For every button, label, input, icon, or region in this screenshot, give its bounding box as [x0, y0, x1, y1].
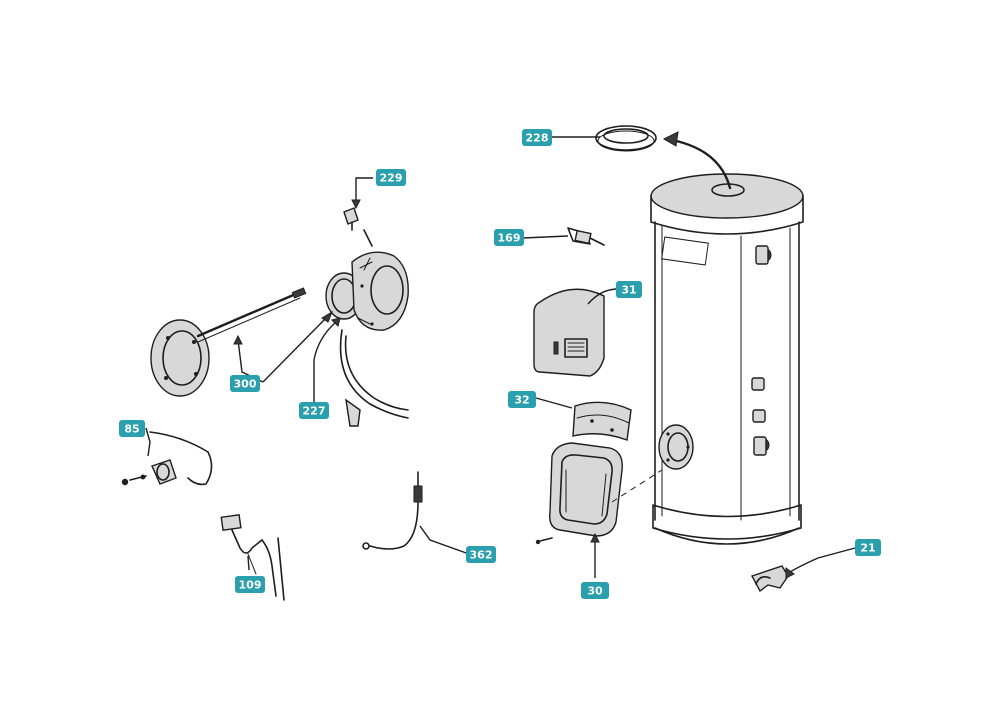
callout-109: 109 — [235, 576, 265, 593]
thermostat-169 — [567, 227, 605, 246]
alignment-line — [611, 469, 663, 503]
clip-21 — [750, 565, 789, 593]
svg-text:229: 229 — [380, 172, 403, 185]
svg-text:85: 85 — [124, 423, 139, 436]
callout-229: 229 — [376, 169, 406, 186]
svg-text:32: 32 — [514, 394, 529, 407]
fitting-top-right — [755, 245, 772, 265]
leader-lines — [145, 136, 856, 579]
callout-85: 85 — [119, 420, 145, 437]
svg-text:109: 109 — [239, 579, 262, 592]
tank-wall-section — [339, 329, 409, 427]
nut-229 — [343, 207, 359, 231]
control-cover-31 — [533, 288, 605, 377]
heating-rod-300 — [196, 287, 307, 343]
gasket-ring-228 — [595, 125, 657, 152]
screw-229 — [363, 229, 373, 247]
svg-text:31: 31 — [621, 284, 636, 297]
callout-228: 228 — [522, 129, 552, 146]
svg-text:228: 228 — [526, 132, 549, 145]
tank-flange-port — [658, 424, 694, 470]
thermostat-109 — [220, 514, 285, 601]
tank-cylinder — [650, 173, 804, 545]
callout-30: 30 — [581, 582, 609, 599]
fitting-lower — [753, 436, 770, 456]
thermostat-mount-85 — [121, 431, 213, 486]
callout-31: 31 — [616, 281, 642, 298]
callout-32: 32 — [508, 391, 536, 408]
cable-harness-362 — [362, 471, 423, 550]
svg-text:169: 169 — [498, 232, 521, 245]
tank-flange-housing — [351, 251, 409, 331]
callout-169: 169 — [494, 229, 524, 246]
fitting-mid-1 — [751, 377, 765, 391]
arrow-to-228 — [670, 138, 732, 190]
screw-30 — [539, 537, 553, 542]
insulation-pad-32 — [572, 401, 632, 441]
fitting-mid-2 — [752, 409, 766, 423]
callout-227: 227 — [299, 402, 329, 419]
callout-21: 21 — [855, 539, 881, 556]
housing-30 — [549, 442, 623, 537]
svg-text:30: 30 — [587, 585, 603, 598]
svg-text:21: 21 — [860, 542, 875, 555]
callout-300: 300 — [230, 375, 260, 392]
callout-362: 362 — [466, 546, 496, 563]
svg-text:227: 227 — [303, 405, 326, 418]
svg-text:300: 300 — [234, 378, 257, 391]
svg-text:362: 362 — [470, 549, 493, 562]
element-plate — [150, 319, 210, 397]
